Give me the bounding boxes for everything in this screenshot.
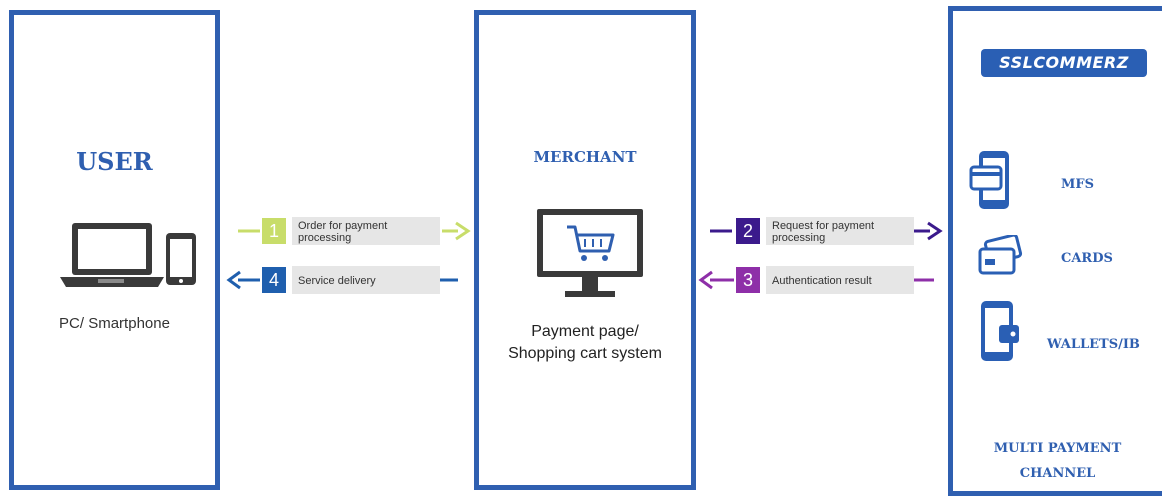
flow-2-arrow: [710, 221, 943, 241]
monitor-cart-icon: [537, 209, 643, 297]
cards-icon: [978, 235, 1023, 275]
merchant-panel: MERCHANT Payment page/ Shopping cart sys…: [474, 10, 696, 490]
channel-footer: MULTI PAYMENT CHANNEL: [953, 436, 1162, 486]
flow-2-label-line-2: processing: [772, 232, 826, 244]
flow-3: 3 Authentication result: [736, 266, 914, 294]
flow-4-label: Service delivery: [292, 266, 440, 294]
system-label-line-2: Shopping cart system: [508, 345, 662, 362]
flow-4-arrow: [226, 270, 458, 290]
flow-2-label-line-1: Request for payment: [772, 220, 875, 232]
flow-4-number: 4: [262, 267, 286, 293]
flow-2-number: 2: [736, 218, 760, 244]
flow-1-label-line-1: Order for payment: [298, 220, 388, 232]
laptop-smartphone-icon: [60, 223, 196, 287]
flow-3-arrow: [698, 270, 934, 290]
mobile-card-icon: [969, 151, 1009, 209]
channel-item-mfs: MFS: [1061, 177, 1095, 192]
channel-footer-line-2: CHANNEL: [1019, 466, 1096, 481]
flow-1-number: 1: [262, 218, 286, 244]
channel-item-wallets: WALLETS/IB: [1047, 337, 1140, 352]
flow-3-number: 3: [736, 267, 760, 293]
channel-footer-line-1: MULTI PAYMENT: [993, 441, 1122, 456]
mobile-wallet-icon: [981, 301, 1019, 361]
system-label-line-1: Payment page/: [531, 323, 639, 340]
flow-1-label-line-2: processing: [298, 232, 352, 244]
sslcommerz-logo: SSLCOMMERZ: [981, 49, 1147, 77]
flow-3-label: Authentication result: [766, 266, 914, 294]
merchant-system-label: Payment page/ Shopping cart system: [479, 321, 691, 365]
flow-4: 4 Service delivery: [262, 266, 440, 294]
payment-channel-panel: SSLCOMMERZ MFS CARDS WALLETS/IB MULTI PA…: [948, 6, 1162, 496]
flow-4-label-line-1: Service delivery: [298, 275, 376, 287]
flow-1-arrow: [238, 221, 471, 241]
user-title: USER: [76, 147, 153, 176]
merchant-title: MERCHANT: [533, 148, 637, 166]
flow-3-label-line-1: Authentication result: [772, 275, 872, 287]
channel-item-cards: CARDS: [1061, 251, 1113, 266]
user-panel: USER PC/ Smartphone: [9, 10, 220, 490]
device-label: PC/ Smartphone: [59, 315, 170, 332]
